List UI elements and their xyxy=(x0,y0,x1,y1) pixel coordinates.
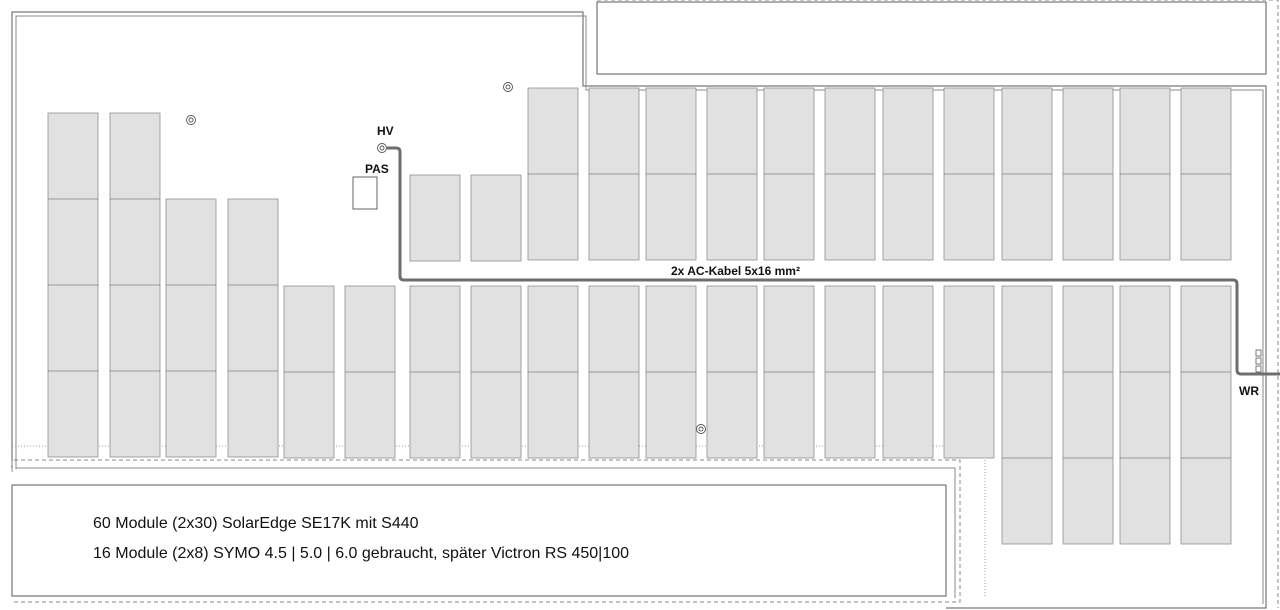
solar-module xyxy=(1062,285,1114,373)
solar-module xyxy=(882,173,934,261)
solar-module xyxy=(706,173,758,261)
solar-module xyxy=(763,371,815,459)
solar-module xyxy=(47,284,99,372)
solar-module xyxy=(527,173,579,261)
solar-module xyxy=(344,285,396,373)
solar-module xyxy=(1119,173,1171,261)
solar-module xyxy=(1180,285,1232,373)
solar-module xyxy=(283,371,335,459)
legend-line-solaredge: 60 Module (2x30) SolarEdge SE17K mit S44… xyxy=(93,515,419,532)
solar-module xyxy=(109,112,161,200)
solar-module xyxy=(527,285,579,373)
solar-module xyxy=(588,173,640,261)
solar-module xyxy=(1119,285,1171,373)
solar-module xyxy=(1180,173,1232,261)
solar-module xyxy=(706,371,758,459)
solar-module xyxy=(763,87,815,175)
solar-module xyxy=(882,87,934,175)
solar-module xyxy=(1062,173,1114,261)
solar-module xyxy=(1119,457,1171,545)
solar-module xyxy=(1001,173,1053,261)
solar-module xyxy=(763,173,815,261)
solar-module xyxy=(943,173,995,261)
solar-module xyxy=(645,87,697,175)
solar-module xyxy=(165,370,217,458)
solar-module xyxy=(47,370,99,458)
hv-connection-icon xyxy=(377,143,387,153)
solar-module xyxy=(943,285,995,373)
solar-module xyxy=(109,370,161,458)
solar-module xyxy=(824,173,876,261)
solar-module xyxy=(588,371,640,459)
solar-module xyxy=(109,284,161,372)
solar-module xyxy=(588,285,640,373)
solar-module xyxy=(165,198,217,286)
solar-module xyxy=(1001,457,1053,545)
solar-module xyxy=(409,285,461,373)
solar-module xyxy=(645,371,697,459)
roof-anchors xyxy=(186,82,706,434)
solar-module xyxy=(1180,457,1232,545)
solar-module xyxy=(109,198,161,286)
solar-module xyxy=(227,198,279,286)
solar-module xyxy=(1001,371,1053,459)
solar-module xyxy=(706,87,758,175)
solar-module xyxy=(1180,87,1232,175)
solar-module xyxy=(344,371,396,459)
solar-module xyxy=(227,284,279,372)
roof-anchor-icon xyxy=(696,424,706,434)
ac-cable-route xyxy=(386,146,1280,376)
solar-module xyxy=(409,174,461,262)
solar-module xyxy=(645,173,697,261)
solar-module xyxy=(1062,457,1114,545)
solar-module xyxy=(645,285,697,373)
solar-module xyxy=(409,371,461,459)
solar-module xyxy=(470,371,522,459)
solar-module xyxy=(763,285,815,373)
cable-label: 2x AC-Kabel 5x16 mm² xyxy=(671,264,800,278)
solar-module xyxy=(824,285,876,373)
solar-module xyxy=(882,371,934,459)
pas-box xyxy=(352,176,378,210)
inverter-connector-icon xyxy=(1255,349,1262,373)
solar-module xyxy=(527,87,579,175)
solar-module xyxy=(47,112,99,200)
solar-module xyxy=(882,285,934,373)
hv-label: HV xyxy=(377,124,394,138)
solar-module xyxy=(1119,371,1171,459)
solar-module xyxy=(943,371,995,459)
pas-label: PAS xyxy=(365,162,389,176)
solar-module xyxy=(824,87,876,175)
solar-module xyxy=(1062,371,1114,459)
solar-module xyxy=(283,285,335,373)
solar-module xyxy=(470,174,522,262)
solar-modules xyxy=(47,87,1232,545)
legend-line-symo: 16 Module (2x8) SYMO 4.5 | 5.0 | 6.0 geb… xyxy=(93,545,629,562)
solar-module xyxy=(1119,87,1171,175)
solar-module xyxy=(824,371,876,459)
solar-module xyxy=(943,87,995,175)
solar-module xyxy=(588,87,640,175)
roof-anchor-icon xyxy=(186,115,196,125)
roof-outline xyxy=(11,0,1279,609)
wr-label: WR xyxy=(1239,384,1259,398)
solar-module xyxy=(1001,87,1053,175)
solar-module xyxy=(706,285,758,373)
solar-module xyxy=(227,370,279,458)
roof-anchor-icon xyxy=(503,82,513,92)
solar-module xyxy=(47,198,99,286)
solar-module xyxy=(527,371,579,459)
solar-module xyxy=(470,285,522,373)
solar-module xyxy=(165,284,217,372)
solar-module xyxy=(1001,285,1053,373)
solar-module xyxy=(1180,371,1232,459)
solar-module xyxy=(1062,87,1114,175)
